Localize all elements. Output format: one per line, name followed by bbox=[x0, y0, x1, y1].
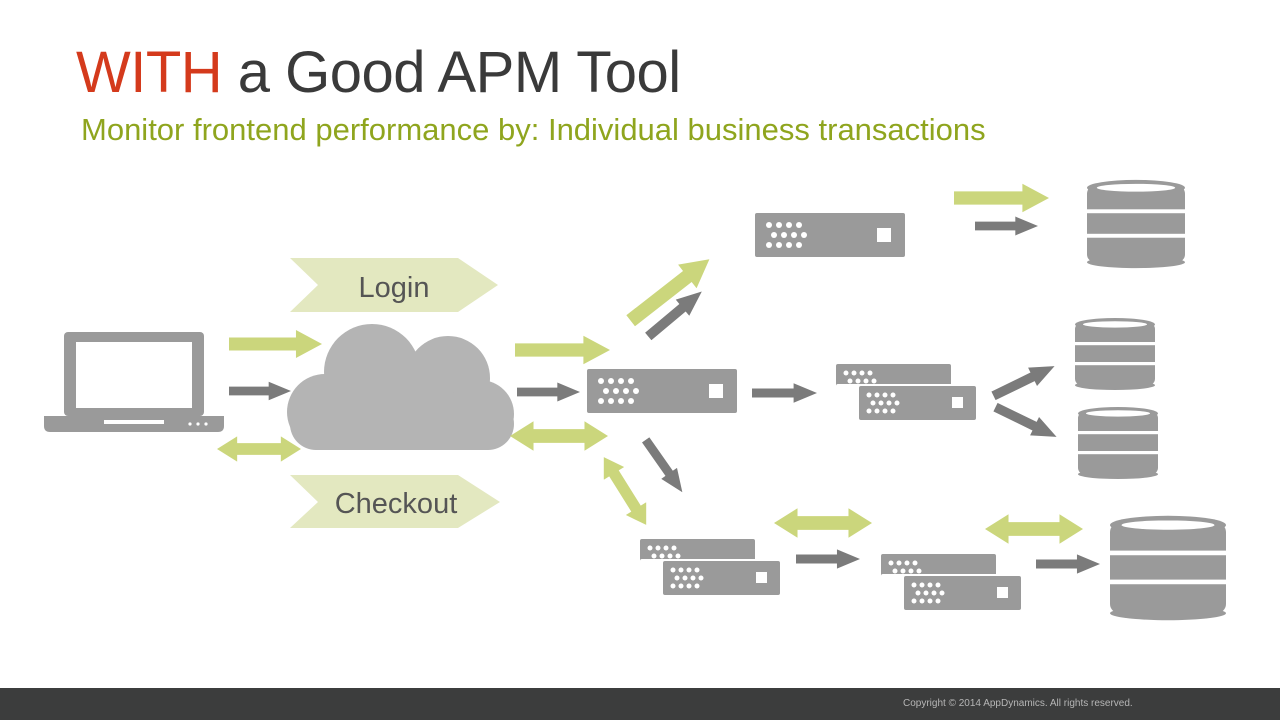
database-icon bbox=[1110, 515, 1226, 621]
slide-title: WITH a Good APM Tool bbox=[76, 38, 681, 108]
database-icon bbox=[1087, 179, 1185, 269]
arrow-icon bbox=[988, 356, 1060, 406]
slide-title-rest: a Good APM Tool bbox=[237, 40, 681, 105]
server-icon bbox=[836, 364, 976, 420]
arrow-icon bbox=[975, 216, 1038, 236]
apm-diagram: Login Checkout bbox=[44, 179, 1226, 621]
arrow-icon bbox=[517, 382, 580, 402]
arrow-icon bbox=[637, 434, 691, 498]
arrow-icon bbox=[796, 549, 860, 569]
arrow-icon bbox=[229, 330, 322, 358]
arrow-icon bbox=[752, 383, 817, 403]
login-tag: Login bbox=[290, 258, 498, 312]
arrow-icon bbox=[774, 508, 872, 538]
slide-title-accent: WITH bbox=[76, 40, 223, 105]
server-icon bbox=[640, 539, 780, 595]
laptop-icon bbox=[44, 332, 224, 432]
arrow-icon bbox=[1036, 554, 1100, 574]
slide-subtitle: Monitor frontend performance by: Individ… bbox=[81, 112, 986, 147]
arrow-icon bbox=[229, 381, 291, 401]
arrow-icon bbox=[510, 421, 608, 451]
database-icon bbox=[1078, 407, 1158, 479]
arrow-icon bbox=[990, 397, 1062, 447]
arrow-icon bbox=[515, 335, 610, 365]
footer-bar: Copyright © 2014 AppDynamics. All rights… bbox=[0, 688, 1280, 720]
server-icon bbox=[587, 369, 737, 413]
arrow-icon bbox=[985, 514, 1083, 544]
cloud-icon bbox=[287, 324, 514, 450]
arrow-icon bbox=[217, 436, 301, 462]
database-icon bbox=[1075, 318, 1155, 390]
arrow-icon bbox=[954, 183, 1049, 213]
server-icon bbox=[755, 213, 905, 257]
server-icon bbox=[881, 554, 1021, 610]
arrow-icon bbox=[593, 450, 657, 532]
checkout-tag-label: Checkout bbox=[335, 488, 458, 520]
login-tag-label: Login bbox=[359, 272, 430, 304]
checkout-tag: Checkout bbox=[290, 475, 500, 528]
copyright-text: Copyright © 2014 AppDynamics. All rights… bbox=[903, 698, 1133, 709]
